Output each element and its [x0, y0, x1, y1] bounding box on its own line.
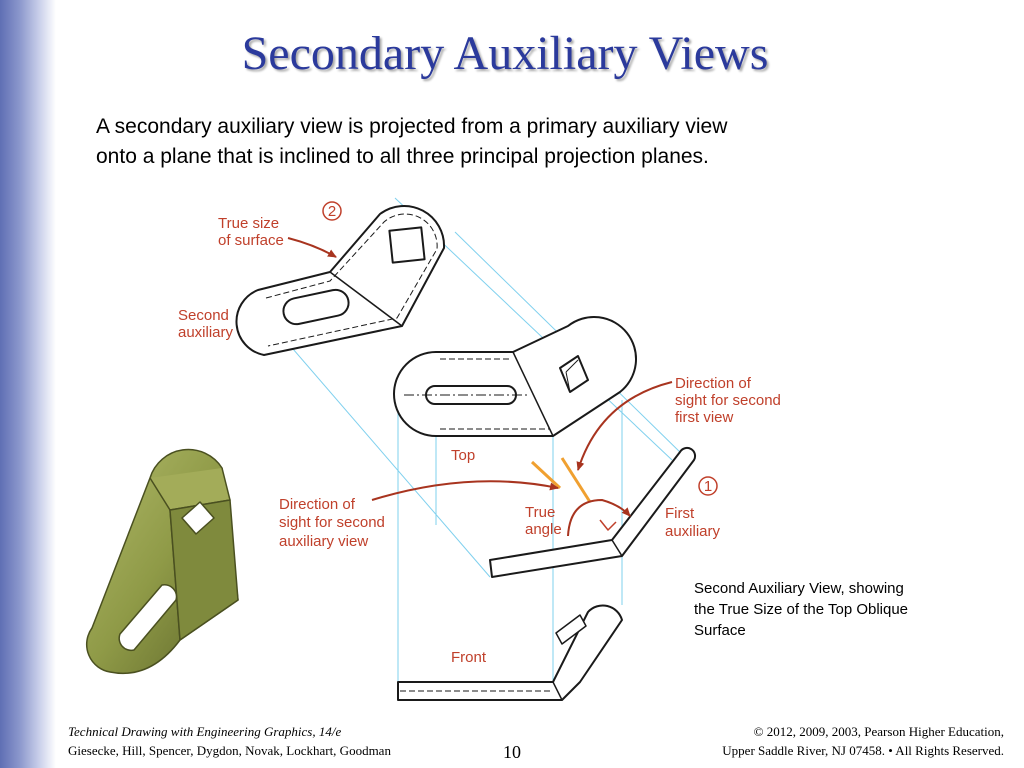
- label-front: Front: [451, 649, 487, 666]
- marker-one: [698, 476, 718, 496]
- intro-paragraph: A secondary auxiliary view is projected …: [96, 112, 896, 172]
- marker-two-number: 2: [328, 203, 336, 220]
- footer-book-title: Technical Drawing with Engineering Graph…: [68, 724, 342, 739]
- label-top: Top: [451, 447, 475, 464]
- sight-markers: [530, 457, 592, 503]
- label-first-auxiliary-line2: auxiliary: [665, 523, 721, 540]
- label-first-auxiliary-line1: First: [665, 505, 695, 522]
- label-direction-second-line3: auxiliary view: [279, 533, 368, 550]
- projection-lines: [254, 197, 687, 682]
- side-gradient-bar: [0, 0, 56, 768]
- label-second-auxiliary-line2: auxiliary: [178, 324, 234, 341]
- footer-copyright-line1: © 2012, 2009, 2003, Pearson Higher Educa…: [753, 724, 1004, 739]
- label-true-angle-line1: True: [525, 504, 555, 521]
- label-direction-second-line2: sight for second: [279, 514, 385, 531]
- intro-line: A secondary auxiliary view is projected …: [96, 115, 728, 138]
- label-true-size-line1: True size: [218, 215, 279, 232]
- caption-line: the True Size of the Top Oblique: [694, 601, 909, 618]
- bracket-3d-model: [85, 448, 239, 675]
- first-auxiliary-view: [489, 446, 697, 578]
- caption-line: Surface: [694, 622, 746, 639]
- intro-line: onto a plane that is inclined to all thr…: [96, 145, 709, 168]
- label-true-size-line2: of surface: [218, 232, 284, 249]
- label-direction-first-line3: first view: [675, 409, 734, 426]
- footer-copyright-line2: Upper Saddle River, NJ 07458. • All Righ…: [722, 743, 1004, 758]
- page-number: 10: [503, 742, 521, 762]
- front-view: [397, 604, 623, 701]
- label-second-auxiliary-line1: Second: [178, 307, 229, 324]
- figure-caption: Second Auxiliary View, showing the True …: [694, 578, 964, 641]
- leader-arrows: [287, 237, 673, 537]
- footer-copyright: © 2012, 2009, 2003, Pearson Higher Educa…: [722, 722, 1004, 760]
- slide-title: Secondary Auxiliary Views: [241, 27, 769, 80]
- caption-line: Second Auxiliary View, showing: [694, 580, 904, 597]
- footer-book-info: Technical Drawing with Engineering Graph…: [68, 722, 391, 760]
- marker-one-number: 1: [704, 478, 712, 495]
- marker-two: [322, 201, 342, 221]
- top-view: [393, 316, 637, 437]
- footer-authors: Giesecke, Hill, Spencer, Dygdon, Novak, …: [68, 743, 391, 758]
- label-direction-second-line1: Direction of: [279, 496, 356, 513]
- label-direction-first-line1: Direction of: [675, 375, 752, 392]
- label-true-angle-line2: angle: [525, 521, 562, 538]
- label-direction-first-line2: sight for second: [675, 392, 781, 409]
- second-auxiliary-view: [235, 204, 446, 356]
